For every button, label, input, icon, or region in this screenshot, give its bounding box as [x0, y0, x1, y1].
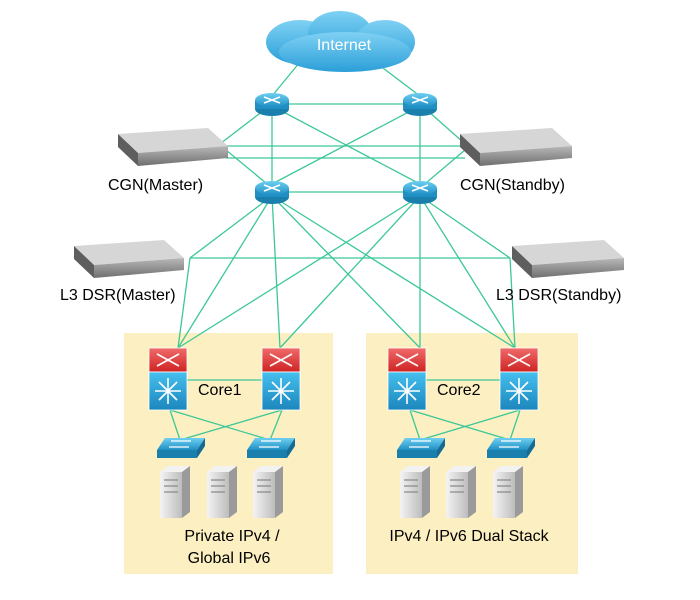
appliance-icon	[512, 240, 624, 278]
appliance-icon	[460, 128, 572, 166]
server-icon	[207, 466, 237, 518]
internet-label: Internet	[317, 37, 372, 54]
switch-icon	[487, 438, 535, 458]
core1-switch-a	[148, 347, 188, 411]
server-icon	[400, 466, 430, 518]
servers-right	[400, 466, 523, 518]
appliance-icon	[74, 240, 184, 278]
cgn-master-appliance: CGN(Master)	[108, 128, 228, 194]
cgn-standby-label: CGN(Standby)	[460, 177, 565, 194]
switch-icon	[397, 438, 445, 458]
router-edge-right	[403, 93, 437, 116]
router-icon	[403, 181, 437, 204]
dsr-master-appliance: L3 DSR(Master)	[60, 240, 184, 304]
router-edge-left	[255, 93, 289, 116]
appliance-icon	[118, 128, 228, 166]
internet-cloud: Internet	[266, 11, 415, 72]
server-icon	[253, 466, 283, 518]
router-agg-left	[255, 181, 289, 204]
router-icon	[255, 181, 289, 204]
core1-label: Core1	[198, 382, 242, 399]
router-icon	[255, 93, 289, 116]
access-switch-right-2	[487, 438, 535, 458]
core2-label: Core2	[437, 382, 481, 399]
access-switch-right-1	[397, 438, 445, 458]
cgn-master-label: CGN(Master)	[108, 177, 203, 194]
cgn-standby-appliance: CGN(Standby)	[460, 128, 572, 194]
dsr-master-label: L3 DSR(Master)	[60, 287, 176, 304]
cloud-icon	[266, 11, 415, 72]
dsr-standby-label: L3 DSR(Standby)	[496, 287, 621, 304]
zone-right-caption: IPv4 / IPv6 Dual Stack	[389, 528, 549, 545]
switch-icon	[247, 438, 295, 458]
server-icon	[160, 466, 190, 518]
server-icon	[493, 466, 523, 518]
access-switch-left-2	[247, 438, 295, 458]
core-switch-icon	[148, 347, 188, 411]
server-icon	[446, 466, 476, 518]
core2-switch-a	[387, 347, 427, 411]
servers-left	[160, 466, 283, 518]
core2-switch-b	[499, 347, 539, 411]
core-switch-icon	[387, 347, 427, 411]
dsr-standby-appliance: L3 DSR(Standby)	[496, 240, 624, 304]
core1-switch-b	[261, 347, 301, 411]
access-switch-left-1	[157, 438, 205, 458]
core-switch-icon	[261, 347, 301, 411]
core-switch-icon	[499, 347, 539, 411]
router-icon	[403, 93, 437, 116]
zone-left-caption-line2: Global IPv6	[188, 550, 271, 567]
zone-left-caption-line1: Private IPv4 /	[184, 528, 280, 545]
router-agg-right	[403, 181, 437, 204]
switch-icon	[157, 438, 205, 458]
